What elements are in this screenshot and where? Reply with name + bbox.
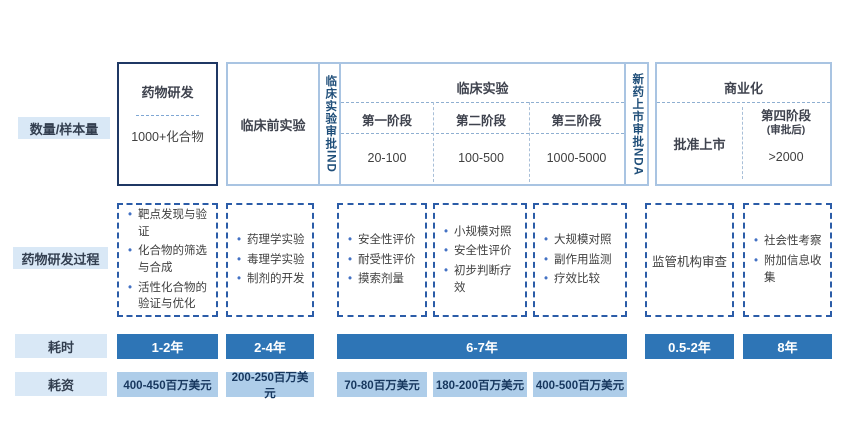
row-label-cost: 耗资 <box>15 372 107 396</box>
phase1-label: 第一阶段 <box>361 113 412 128</box>
process-item: 副作用监测 <box>544 252 621 269</box>
stage-discovery-title: 药物研发 <box>141 84 194 100</box>
phase2-label: 第二阶段 <box>455 113 506 128</box>
stage-ind-column: 临床实验审批IND <box>318 64 341 184</box>
phase4-note: (审批后) <box>766 123 806 136</box>
phase3-label: 第三阶段 <box>551 113 602 128</box>
process-box-phase4: 社会性考察 附加信息收集 <box>743 203 832 317</box>
process-item: 附加信息收集 <box>754 253 826 286</box>
time-bar-phase4: 8年 <box>743 334 832 359</box>
process-item: 耐受性评价 <box>348 252 421 269</box>
process-item: 安全性评价 <box>444 243 521 260</box>
phase3-sample: 1000-5000 <box>546 151 607 165</box>
process-item: 初步判断疗效 <box>444 263 521 296</box>
stage-nda-column: 新药上市审批NDA <box>624 64 647 184</box>
cost-bar-discovery: 400-450百万美元 <box>117 372 218 397</box>
dashed-divider <box>136 115 199 116</box>
phase1-sample: 20-100 <box>367 151 407 165</box>
process-box-discovery: 靶点发现与验证 化合物的筛选与合成 活性化合物的验证与优化 <box>117 203 218 317</box>
process-item: 安全性评价 <box>348 232 421 249</box>
time-bar-review: 0.5-2年 <box>645 334 734 359</box>
stage-clinical-area: 临床实验 第一阶段 第二阶段 第三阶段 20-100 100-500 1000-… <box>341 64 624 184</box>
process-item: 社会性考察 <box>754 233 826 250</box>
dashed-divider <box>657 102 830 103</box>
stage-discovery-sample: 1000+化合物 <box>131 129 204 144</box>
process-box-phase3: 大规模对照 副作用监测 疗效比较 <box>533 203 627 317</box>
approval-label: 批准上市 <box>673 136 726 152</box>
stage-ind-title: 临床实验审批IND <box>324 75 337 173</box>
process-item: 疗效比较 <box>544 271 621 288</box>
process-box-phase2: 小规模对照 安全性评价 初步判断疗效 <box>433 203 527 317</box>
stage-nda-title: 新药上市审批NDA <box>631 72 644 176</box>
row-label-process: 药物研发过程 <box>13 247 108 269</box>
process-box-review: 监管机构审查 <box>645 203 734 317</box>
process-item: 化合物的筛选与合成 <box>128 243 212 276</box>
process-item: 小规模对照 <box>444 224 521 241</box>
cost-bar-phase2: 180-200百万美元 <box>433 372 527 397</box>
process-item: 制剂的开发 <box>237 271 308 288</box>
row-label-time: 耗时 <box>15 334 107 358</box>
time-bar-discovery: 1-2年 <box>117 334 218 359</box>
process-item: 药理学实验 <box>237 232 308 249</box>
phase4-sample: >2000 <box>768 150 804 164</box>
process-item: 靶点发现与验证 <box>128 207 212 240</box>
process-item: 摸索剂量 <box>348 271 421 288</box>
stage-commercial-box: 商业化 批准上市 第四阶段 (审批后) >2000 <box>655 62 832 186</box>
stage-discovery-box: 药物研发 1000+化合物 <box>117 62 218 186</box>
process-box-phase1: 安全性评价 耐受性评价 摸索剂量 <box>337 203 427 317</box>
stage-clinical-title: 临床实验 <box>456 80 509 96</box>
dashed-divider <box>433 102 434 182</box>
dashed-divider <box>341 102 624 103</box>
time-bar-clinical: 6-7年 <box>337 334 627 359</box>
process-item: 监管机构审查 <box>651 254 727 269</box>
stage-commercial-title: 商业化 <box>723 80 763 96</box>
dashed-divider <box>742 107 743 179</box>
stage-preclinical-title: 临床前实验 <box>240 117 306 133</box>
cost-bar-phase1: 70-80百万美元 <box>337 372 427 397</box>
phase2-sample: 100-500 <box>458 151 504 165</box>
process-box-preclinical: 药理学实验 毒理学实验 制剂的开发 <box>226 203 314 317</box>
dashed-divider <box>529 102 530 182</box>
phase4-label: 第四阶段 <box>760 108 811 123</box>
cost-bar-phase3: 400-500百万美元 <box>533 372 627 397</box>
process-item: 大规模对照 <box>544 232 621 249</box>
cost-bar-preclinical: 200-250百万美元 <box>226 372 314 400</box>
dashed-divider <box>341 133 624 134</box>
time-bar-preclinical: 2-4年 <box>226 334 314 359</box>
process-item: 毒理学实验 <box>237 252 308 269</box>
stage-middle-box: 临床前实验 临床实验审批IND 临床实验 第一阶段 第二阶段 第三阶段 20-1… <box>226 62 649 186</box>
process-item: 活性化合物的验证与优化 <box>128 280 212 313</box>
row-label-quantity: 数量/样本量 <box>18 117 110 139</box>
